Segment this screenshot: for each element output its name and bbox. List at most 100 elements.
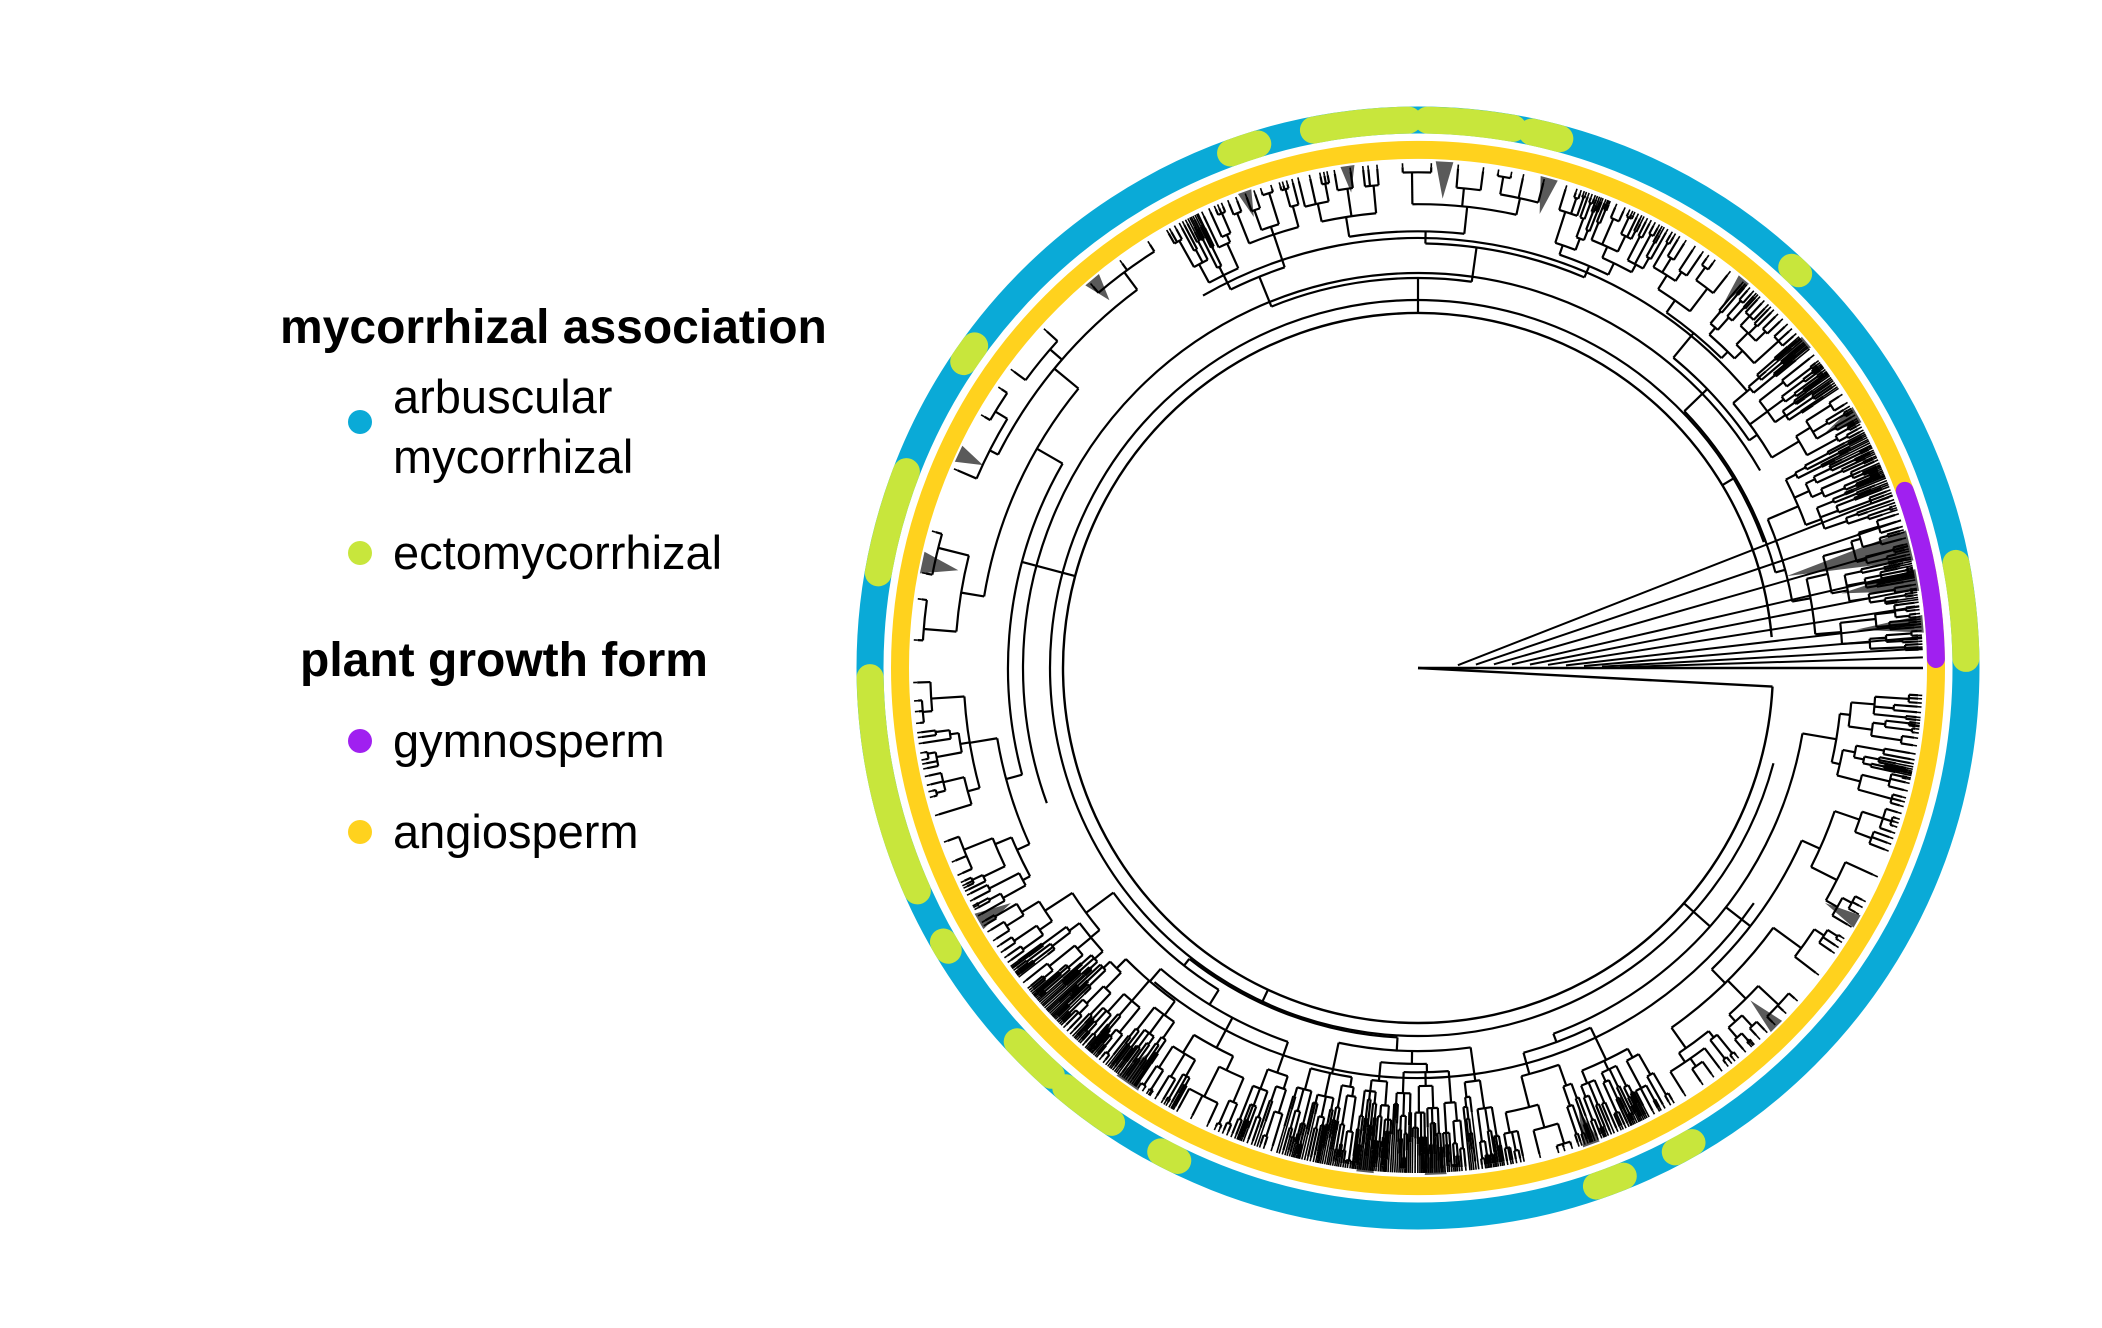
- tree-stem: [999, 936, 1013, 946]
- tree-tip: [1886, 489, 1891, 492]
- tree-stem: [1340, 1149, 1345, 1164]
- tree-tip: [1326, 171, 1329, 176]
- tree-stem: [1855, 472, 1881, 485]
- tree-tip: [1365, 1140, 1371, 1171]
- tree-stem: [1843, 409, 1849, 414]
- tree-tip: [1284, 1137, 1291, 1156]
- tree-tip: [1896, 558, 1912, 564]
- tree-tip: [1645, 217, 1649, 223]
- tree-stem: [1326, 175, 1331, 184]
- tree-tip: [1200, 211, 1205, 217]
- tree-stem: [1484, 1155, 1488, 1165]
- tree-stem: [938, 803, 972, 816]
- tree-stem: [1815, 630, 1842, 636]
- tree-stem: [1590, 222, 1600, 241]
- tree-stem: [1076, 1017, 1094, 1036]
- tree-stem: [1795, 397, 1806, 406]
- tree-stem: [1885, 599, 1899, 604]
- tree-stem: [975, 902, 979, 906]
- tree-stem: [1306, 1127, 1316, 1158]
- tree-stem: [1831, 914, 1849, 926]
- tree-stem: [947, 835, 960, 842]
- tree-connector: [1868, 638, 1872, 649]
- tree-connector: [1160, 1036, 1167, 1041]
- tree-tip: [1038, 981, 1063, 1003]
- tree-stem: [1864, 755, 1880, 761]
- tree-tip: [1814, 359, 1820, 364]
- tree-stem: [1642, 257, 1650, 270]
- tree-stem: [1883, 564, 1901, 571]
- tree-stem: [1852, 472, 1864, 480]
- tree-stem: [1228, 1103, 1239, 1124]
- tree-stem: [1180, 227, 1196, 252]
- tree-stem: [1488, 1154, 1493, 1164]
- tree-stem: [1847, 423, 1857, 430]
- tree-stem: [1828, 458, 1843, 467]
- tree-stem: [961, 867, 973, 875]
- tree-stem: [1870, 765, 1896, 774]
- tree-stem: [1148, 1013, 1165, 1035]
- tree-tip: [1379, 1147, 1383, 1172]
- tree-stem: [1617, 1111, 1626, 1125]
- tree-stem: [1498, 1144, 1504, 1163]
- tree-tip: [1352, 1160, 1356, 1170]
- tree-stem: [1487, 1154, 1491, 1164]
- tree-tip: [1812, 387, 1839, 406]
- tree-stem: [1355, 1144, 1360, 1164]
- tree-tip: [1834, 944, 1840, 949]
- tree-stem: [1138, 1044, 1151, 1060]
- tree-tip: [1145, 1090, 1150, 1095]
- tree-stem: [922, 710, 933, 714]
- tree-stem: [1402, 1133, 1406, 1158]
- clade-connector: [1552, 733, 1804, 1035]
- tree-stem: [1167, 232, 1176, 245]
- tree-tip: [1293, 1135, 1301, 1158]
- tree-tip: [1782, 1010, 1787, 1015]
- tree-stem: [1065, 1011, 1080, 1026]
- tree-stem: [1170, 1053, 1186, 1078]
- tree-stem: [1672, 242, 1686, 261]
- tree-stem: [1038, 989, 1046, 997]
- tree-stem: [1299, 1124, 1307, 1145]
- tree-stem: [1201, 238, 1219, 269]
- tree-stem: [1876, 581, 1886, 586]
- tree-connector: [1626, 1053, 1640, 1062]
- tree-stem: [1625, 1060, 1643, 1089]
- tree-tip: [1622, 207, 1626, 212]
- tree-stem: [1239, 1119, 1248, 1135]
- tree-tip: [1877, 469, 1884, 474]
- tree-tip: [1742, 283, 1747, 288]
- tree-stem: [1580, 1085, 1587, 1098]
- tree-tip: [1656, 1107, 1661, 1112]
- tree-tip: [1127, 1064, 1140, 1082]
- tree-stem: [1844, 488, 1854, 495]
- tree-stem: [1630, 230, 1637, 240]
- tree-connector: [1444, 1101, 1456, 1105]
- tree-tip: [1857, 426, 1863, 430]
- tree-connector: [921, 599, 928, 641]
- tree-stem: [1099, 1023, 1109, 1034]
- tree-stem: [1802, 371, 1814, 381]
- tree-stem: [1270, 188, 1275, 193]
- tree-connector: [1338, 1041, 1471, 1053]
- tree-stem: [1558, 188, 1567, 211]
- tree-tip: [1147, 1091, 1152, 1096]
- tree-tip: [1584, 1115, 1596, 1142]
- tree-tip: [1800, 341, 1805, 346]
- tree-stem: [1848, 436, 1864, 446]
- tree-tip: [1882, 485, 1890, 490]
- tree-stem: [1867, 507, 1890, 518]
- tree-stem: [1297, 1123, 1302, 1135]
- tree-stem: [1573, 1133, 1579, 1144]
- tree-stem: [1102, 960, 1111, 969]
- tree-stem: [1814, 386, 1834, 401]
- tree-tip: [943, 840, 949, 843]
- tree-stem: [1631, 1104, 1638, 1113]
- tree-stem: [1373, 1091, 1377, 1104]
- tree-stem: [1732, 387, 1751, 404]
- tree-tip: [1253, 1127, 1262, 1147]
- tree-tip: [1718, 1067, 1723, 1072]
- tree-tip: [1335, 1155, 1340, 1167]
- tree-stem: [1080, 1030, 1090, 1040]
